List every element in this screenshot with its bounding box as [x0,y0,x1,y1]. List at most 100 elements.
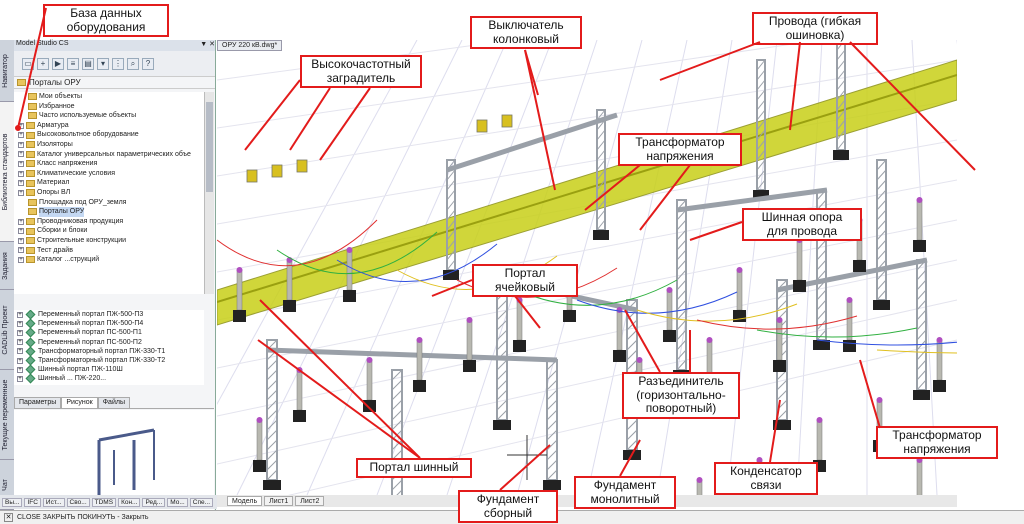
filter-icon[interactable]: ▾ [97,57,109,70]
expand-icon[interactable]: + [18,237,24,244]
library-panel: Model Studio CS ▼ ✕ ▭ + ▶ ≡ ▤ ▾ ⋮ ⌕ ? По… [14,40,216,510]
expand-icon[interactable]: + [18,247,24,254]
expand-icon[interactable]: + [17,366,23,373]
tree-item[interactable]: Избранное [14,102,204,112]
list-item[interactable]: +Переменный портал ПЖ-500-П3 [14,310,204,320]
expand-icon[interactable]: + [18,170,24,177]
tree-item-label: Избранное [39,102,75,110]
list-item[interactable]: +Переменный портал ПС-500-П2 [14,337,204,348]
add-icon[interactable]: + [37,57,49,70]
vtab-cadlib-project[interactable]: CADLib Проект [0,290,14,370]
play-icon[interactable]: ▶ [52,57,64,70]
expand-icon[interactable]: + [18,180,24,187]
bottom-tab[interactable]: Кон... [118,497,141,507]
close-icon[interactable]: ✕ [4,513,13,522]
expand-icon[interactable]: + [18,122,24,129]
annotation-bus-portal: Портал шинный [356,458,472,478]
expand-icon[interactable]: + [18,228,24,235]
tree-item[interactable]: +Тест драйв [14,246,204,256]
tree-item[interactable]: +Сборки и блоки [14,226,204,236]
tree-item[interactable]: +Опоры ВЛ [14,188,204,198]
annotation-voltage-transformer-1: Трансформатор напряжения [618,133,742,166]
expand-icon[interactable]: + [18,151,24,158]
tree-item[interactable]: + Проводниковая продукция [14,217,204,227]
tab-files[interactable]: Файлы [97,397,130,408]
folder-icon [26,131,35,139]
folder-icon [26,256,35,264]
expand-icon[interactable]: + [18,218,24,225]
expand-icon[interactable]: + [17,357,23,364]
list-icon[interactable]: ≡ [67,57,79,70]
tree-item[interactable]: +Изоляторы [14,140,204,150]
folder-icon [28,198,37,206]
folder-icon [28,102,37,110]
tree-item[interactable]: Мои объекты [14,92,204,102]
expand-icon[interactable]: + [17,311,23,318]
list-item[interactable]: +Переменный портал ПЖ-500-П4 [14,318,204,329]
tree-item[interactable]: +Климатические условия [14,169,204,179]
folder-icon [26,179,35,187]
folder-icon [26,150,35,158]
folder-icon [28,93,37,101]
bottom-tab[interactable]: IFC [24,497,41,507]
list-item[interactable]: +Шинный ... ПЖ-220... [14,373,204,384]
help-icon[interactable]: ? [142,57,154,70]
expand-icon[interactable]: + [18,256,24,263]
tab-picture[interactable]: Рисунок [61,397,98,408]
tree-icon[interactable]: ⋮ [112,57,124,70]
bottom-tab[interactable]: TDMS [91,497,117,507]
vtab-navigator[interactable]: Навигатор [0,40,14,102]
tree-item[interactable]: +Арматура [14,121,204,131]
expand-icon[interactable]: + [17,320,23,327]
tab-model[interactable]: Модель [227,496,263,506]
tab-parameters[interactable]: Параметры [14,397,62,408]
path-bar[interactable]: Порталы ОРУ [14,77,215,89]
folder-icon[interactable]: ▭ [22,57,34,70]
annotation-coupling-capacitor: Конденсатор связи [714,462,818,495]
expand-icon[interactable]: + [18,141,24,148]
tree-item[interactable]: Часто используемые объекты [14,111,204,121]
folder-icon [26,237,35,245]
tree-item[interactable]: Площадка под ОРУ_земля [14,198,204,208]
vtab-tasks[interactable]: Задания [0,242,14,290]
tree-item[interactable]: +Класс напряжения [14,159,204,169]
tree-item[interactable]: +Строительные конструкции [14,236,204,246]
expand-icon[interactable]: + [18,132,24,139]
vtab-standards-library[interactable]: Библиотека стандартов [0,102,14,242]
expand-icon[interactable]: + [17,329,23,336]
tree-item[interactable]: +Материал [14,178,204,188]
vtab-current-variables[interactable]: Текущие переменные [0,370,14,460]
scrollbar-thumb[interactable] [206,102,213,192]
bottom-tab[interactable]: Ред... [142,497,166,507]
list-item[interactable]: +Переменный портал ПС-500-П1 [14,328,204,338]
expand-icon[interactable]: + [18,160,24,167]
tree-item[interactable]: +Каталог ...струкций [14,255,204,265]
search-icon[interactable]: ⌕ [127,57,139,70]
bottom-tab[interactable]: Вы... [2,497,23,507]
list-item[interactable]: + Трансформаторный портал ПЖ-330-Т2 [14,355,204,366]
tree-item-label: Проводниковая продукция [37,217,124,225]
tree-item[interactable]: +Высоковольтное оборудование [14,130,204,140]
expand-icon[interactable]: + [17,375,23,382]
expand-icon[interactable]: + [17,339,23,346]
expand-icon[interactable]: + [18,189,24,196]
panel-title-controls[interactable]: ▼ ✕ [200,41,215,48]
list-item-label: Трансформаторный портал ПЖ-330-Т2 [38,356,166,364]
panel-toolbar: ▭ + ▶ ≡ ▤ ▾ ⋮ ⌕ ? [14,51,215,77]
list-item[interactable]: + Трансформаторный портал ПЖ-330-Т1 [14,346,204,357]
tree-item[interactable]: Порталы ОРУ [14,207,204,217]
cad-viewport[interactable] [217,40,957,495]
bottom-tab[interactable]: Сво... [66,497,90,507]
bottom-tab[interactable]: Спе... [189,497,213,507]
tree-scrollbar[interactable] [204,92,214,294]
list-item-label: Трансформаторный портал ПЖ-330-Т1 [38,347,166,355]
view-icon[interactable]: ▤ [82,57,94,70]
tab-sheet1[interactable]: Лист1 [264,496,294,506]
document-tab[interactable]: ОРУ 220 кВ.dwg* [217,40,283,51]
list-item[interactable]: +Шинный портал ПЖ-110Ш [14,364,204,375]
bottom-tab[interactable]: Ист... [42,497,65,507]
bottom-tab[interactable]: Мо... [167,497,188,507]
tab-sheet2[interactable]: Лист2 [295,496,325,506]
tree-item[interactable]: +Каталог универсальных параметрических о… [14,150,204,160]
expand-icon[interactable]: + [17,348,23,355]
